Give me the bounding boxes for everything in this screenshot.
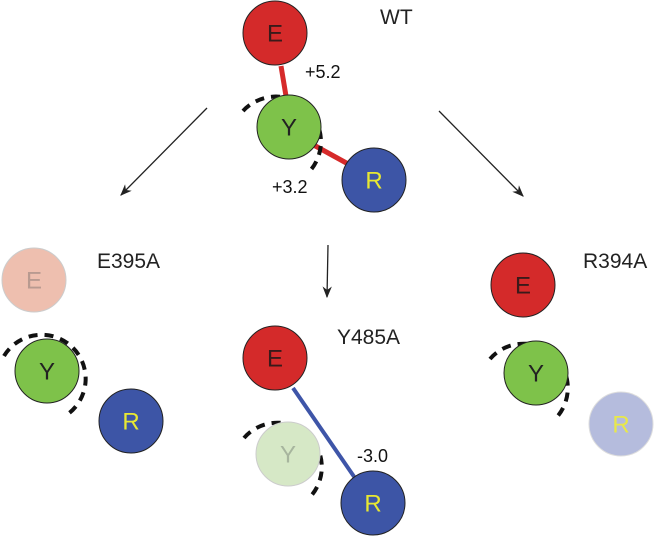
panel-y485a: Y485A Y E R -3.0 [242,325,406,536]
residue-e-y485a-label: E [267,346,283,373]
residue-r-r394a-label: R [612,412,629,439]
residue-y-y485a-label: Y [280,442,296,469]
bond-e-r-y485a [291,386,357,480]
panel-title-r394a: R394A [583,250,647,273]
residue-r-y485a [340,470,406,536]
residue-y-wt [256,94,322,160]
panel-r394a: R394A E Y R [488,250,654,457]
energy-y-r-wt: +3.2 [272,177,308,197]
residue-e-wt [242,0,308,66]
residue-y-r394a-label: Y [528,361,544,388]
residue-e-e395a [1,247,67,313]
residue-e-wt-label: E [267,21,283,48]
residue-r-r394a [588,391,654,457]
arrow-to-y485a [322,244,332,299]
panel-wt: WT E Y R +5.2 +3.2 [241,0,413,213]
residue-y-y485a [255,421,321,487]
residue-y-r394a [503,340,569,406]
arrow-to-e395a [120,107,208,196]
residue-r-wt [341,147,407,213]
bond-y-r-wt [308,140,352,168]
panel-title-wt: WT [380,6,413,29]
arrow-to-r394a [438,110,524,197]
residue-r-e395a-label: R [122,409,139,436]
panel-title-y485a: Y485A [337,326,400,349]
energy-e-r-y485a: -3.0 [357,446,388,466]
residue-e-r394a-label: E [515,273,531,300]
residue-e-r394a [490,252,556,318]
residue-e-e395a-label: E [26,268,42,295]
residue-y-e395a [14,338,80,404]
residue-y-e395a-label: Y [39,359,55,386]
panel-e395a: E395A E Y R [1,247,164,454]
residue-r-wt-label: R [365,168,382,195]
residue-y-wt-label: Y [281,115,297,142]
energy-e-y-wt: +5.2 [305,62,341,82]
dashed-shell-e395a [2,332,88,416]
panel-title-e395a: E395A [97,250,160,273]
residue-e-y485a [242,325,308,391]
residue-r-e395a [98,388,164,454]
residue-r-y485a-label: R [364,491,381,518]
